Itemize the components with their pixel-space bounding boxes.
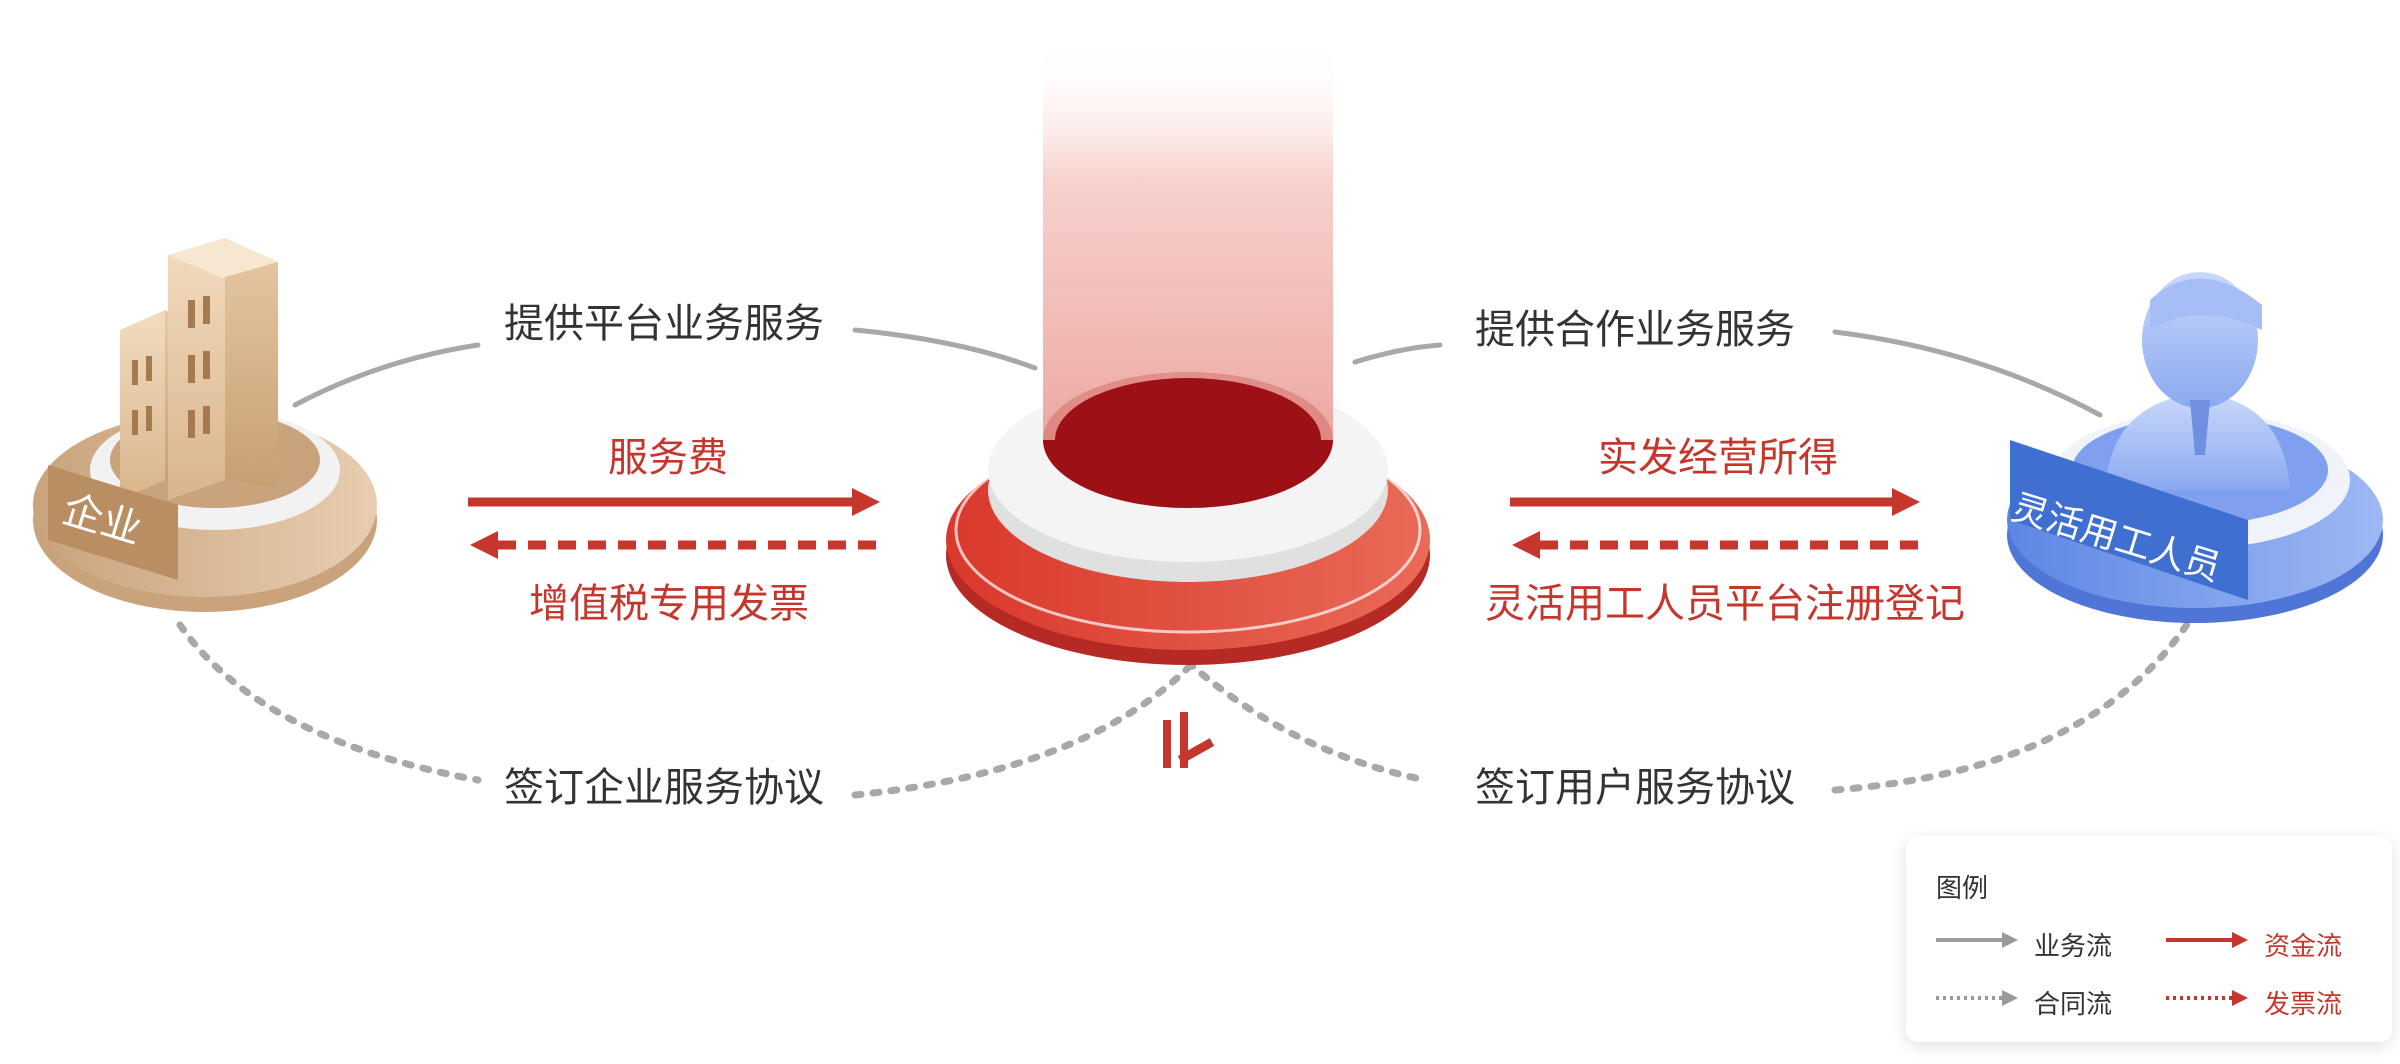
business-flow-lines — [292, 327, 2103, 418]
business-line-right-a — [1352, 342, 1443, 365]
legend-title: 图例 — [1936, 874, 1989, 904]
worker-label-plate — [2010, 440, 2248, 600]
legend-fund: 资金流 — [2264, 932, 2343, 962]
contract-flow-lines — [176, 616, 2194, 799]
legend-swatch-fund — [2166, 932, 2248, 948]
legend-business: 业务流 — [2034, 932, 2113, 962]
person-icon — [2105, 272, 2290, 490]
contract-line-right-a — [1171, 646, 1429, 784]
right-contract-label: 签订用户服务协议 — [1475, 765, 1795, 811]
left-contract-label: 签订企业服务协议 — [504, 765, 824, 811]
building-icon — [120, 238, 278, 500]
legend-contract: 合同流 — [2034, 990, 2113, 1020]
business-line-left-a — [292, 342, 481, 408]
platform-node — [946, 40, 1430, 768]
fund-invoice-arrows — [468, 488, 1920, 559]
contract-line-left-a — [176, 621, 482, 784]
right-business-label: 提供合作业务服务 — [1475, 307, 1795, 353]
contract-line-right-b — [1831, 616, 2194, 794]
worker-node — [2007, 272, 2383, 623]
left-invoice-label: 增值税专用发票 — [529, 581, 809, 627]
contract-line-left-b — [851, 646, 1209, 799]
legend-box: 图例 业务流 资金流 合同流 发票流 — [1906, 836, 2392, 1042]
legend-swatch-invoice — [2166, 990, 2248, 1006]
legend-swatch-business — [1936, 932, 2018, 948]
right-invoice-label: 灵活用工人员平台注册登记 — [1485, 581, 1965, 627]
left-fund-label: 服务费 — [608, 435, 728, 481]
enterprise-node — [33, 238, 377, 612]
enterprise-label-plate — [48, 465, 178, 580]
legend-swatch-contract — [1936, 990, 2018, 1006]
right-fund-label: 实发经营所得 — [1598, 435, 1838, 481]
business-line-left-b — [852, 327, 1038, 371]
business-line-right-b — [1832, 329, 2103, 418]
left-business-label: 提供平台业务服务 — [504, 301, 824, 347]
platform-tick-red — [1163, 720, 1171, 768]
legend-invoice: 发票流 — [2264, 990, 2343, 1020]
